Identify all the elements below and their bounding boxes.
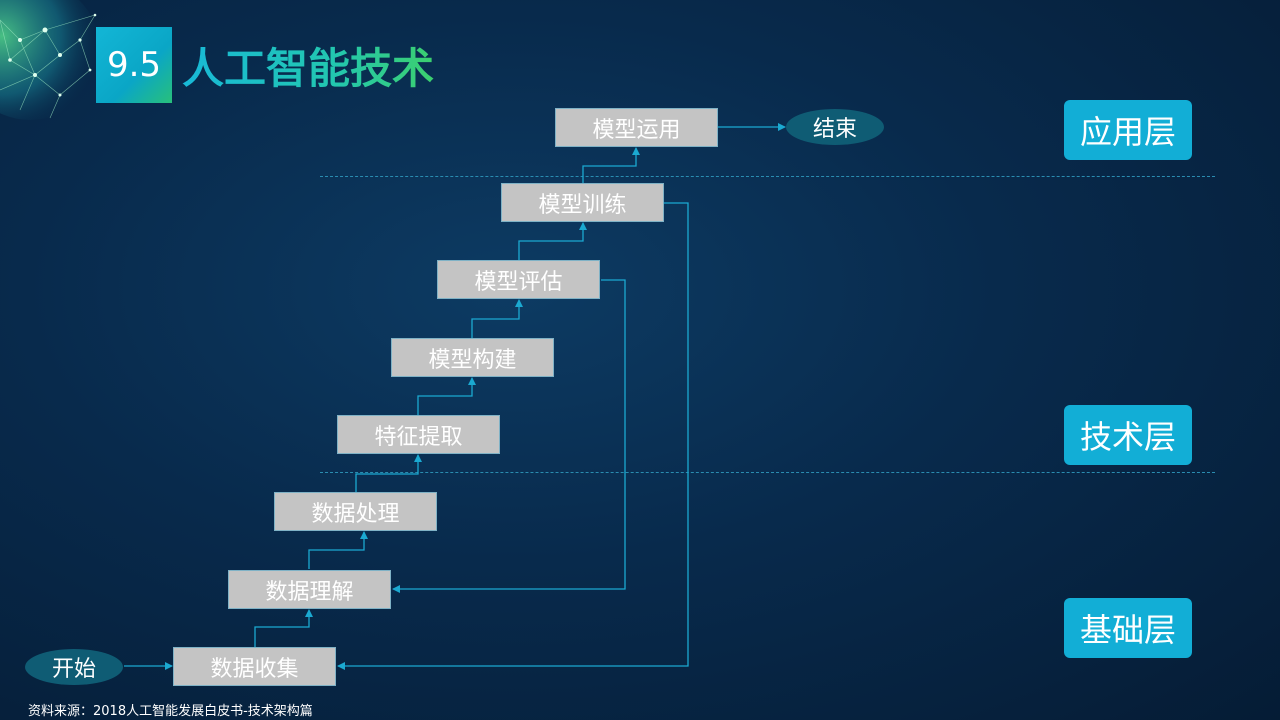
divider-app-tech: [320, 176, 1215, 177]
feedback-evaluate-understand: [392, 279, 626, 593]
arrow-build-evaluate: [471, 299, 523, 338]
layer-label-application: 应用层: [1064, 100, 1192, 160]
start-node: 开始: [25, 649, 123, 685]
step-model-evaluation: 模型评估: [437, 260, 600, 299]
layer-label-foundation: 基础层: [1064, 598, 1192, 658]
page-header: 9.5 人工智能技术: [96, 27, 434, 103]
arrow-process-feature: [355, 454, 422, 492]
section-number: 9.5: [96, 27, 172, 103]
layer-label-technology: 技术层: [1064, 405, 1192, 465]
arrow-understand-process: [308, 531, 368, 569]
step-model-application: 模型运用: [555, 108, 718, 147]
network-globe-icon: [0, 0, 100, 120]
feedback-train-collect: [337, 202, 689, 670]
arrow-collect-understand: [254, 609, 313, 647]
page-title: 人工智能技术: [182, 35, 434, 96]
step-feature-extraction: 特征提取: [337, 415, 500, 454]
step-model-training: 模型训练: [501, 183, 664, 222]
step-data-collection: 数据收集: [173, 647, 336, 686]
arrow-feature-build: [417, 377, 476, 415]
step-data-processing: 数据处理: [274, 492, 437, 531]
arrow-train-apply: [582, 147, 640, 183]
step-data-understanding: 数据理解: [228, 570, 391, 609]
step-model-building: 模型构建: [391, 338, 554, 377]
arrow-evaluate-train: [518, 222, 587, 260]
divider-tech-base: [320, 472, 1215, 473]
source-note: 资料来源：2018人工智能发展白皮书-技术架构篇: [28, 704, 313, 719]
end-node: 结束: [786, 109, 884, 145]
